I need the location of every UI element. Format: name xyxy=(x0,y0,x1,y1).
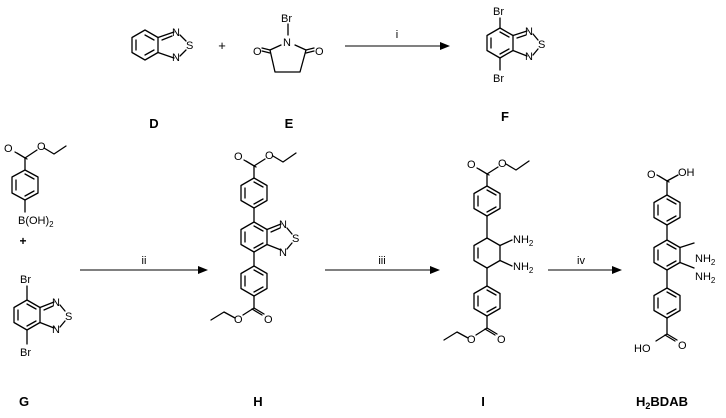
nh2-group: NH2 xyxy=(513,261,534,275)
plus-sign: + xyxy=(218,38,226,53)
atom-o: O xyxy=(234,151,243,163)
atom-o: O xyxy=(647,169,656,181)
atom-n: N xyxy=(279,247,287,259)
nh2-group: NH2 xyxy=(513,234,534,248)
compound-h2bdab-structure: O OH NH2 NH2 O HO xyxy=(634,167,716,355)
atom-s: S xyxy=(292,233,299,245)
atom-o: O xyxy=(265,150,274,162)
hydroxyl-group: HO xyxy=(634,343,651,355)
atom-o: O xyxy=(264,314,273,326)
atom-br: Br xyxy=(281,13,292,25)
condition-label-iv: iv xyxy=(577,255,585,267)
condition-label-iii: iii xyxy=(378,255,385,267)
compound-i-structure: O O NH2 NH2 O O xyxy=(443,158,534,346)
nh2-group: NH2 xyxy=(695,253,716,267)
compound-g-boronic-ester: O O B(OH)2 xyxy=(4,141,67,229)
compound-e-structure: Br N O O xyxy=(253,13,324,73)
atom-o: O xyxy=(497,334,506,346)
atom-n: N xyxy=(525,26,533,38)
atom-n: N xyxy=(279,219,287,231)
atom-o: O xyxy=(467,159,476,171)
atom-o: O xyxy=(467,334,476,346)
atom-o: O xyxy=(678,340,687,352)
compound-label-i: I xyxy=(481,394,485,409)
atom-o: O xyxy=(498,158,507,170)
atom-n: N xyxy=(525,51,533,63)
atom-o: O xyxy=(234,314,243,326)
compound-h-structure: O O N S N O O xyxy=(210,150,299,326)
hydroxyl-group: OH xyxy=(678,167,695,179)
reaction-arrow-iv: iv xyxy=(548,255,622,274)
atom-n: N xyxy=(172,52,180,64)
atom-o: O xyxy=(315,46,324,58)
atom-s: S xyxy=(186,40,193,52)
compound-label-h2bdab: H2BDAB xyxy=(636,394,688,411)
compound-f-structure: Br Br N S N xyxy=(486,6,545,85)
atom-n: N xyxy=(172,27,180,39)
condition-label-i: i xyxy=(396,29,398,41)
atom-o: O xyxy=(253,46,262,58)
compound-d-structure: N S N xyxy=(131,27,193,64)
atom-s: S xyxy=(65,311,72,323)
atom-n: N xyxy=(52,324,60,336)
atom-br: Br xyxy=(20,274,31,286)
reaction-arrow-iii: iii xyxy=(325,255,440,274)
compound-label-f: F xyxy=(501,109,509,124)
nh2-group: NH2 xyxy=(695,271,716,285)
condition-label-ii: ii xyxy=(142,255,147,267)
reaction-arrow-i: i xyxy=(345,29,450,50)
atom-br: Br xyxy=(493,6,504,18)
reaction-arrow-ii: ii xyxy=(80,255,208,274)
compound-g-dibromide: Br Br N S N xyxy=(13,274,72,359)
atom-n: N xyxy=(52,297,60,309)
compound-label-h: H xyxy=(253,394,262,409)
atom-o: O xyxy=(37,141,46,153)
atom-br: Br xyxy=(20,347,31,359)
boronic-acid-group: B(OH)2 xyxy=(18,215,54,229)
atom-n: N xyxy=(283,37,291,49)
compound-label-g: G xyxy=(19,394,29,409)
atom-s: S xyxy=(538,39,545,51)
plus-sign: + xyxy=(19,234,26,248)
atom-br: Br xyxy=(493,73,504,85)
atom-o: O xyxy=(4,143,13,155)
compound-label-e: E xyxy=(285,116,294,131)
compound-label-d: D xyxy=(149,116,158,131)
